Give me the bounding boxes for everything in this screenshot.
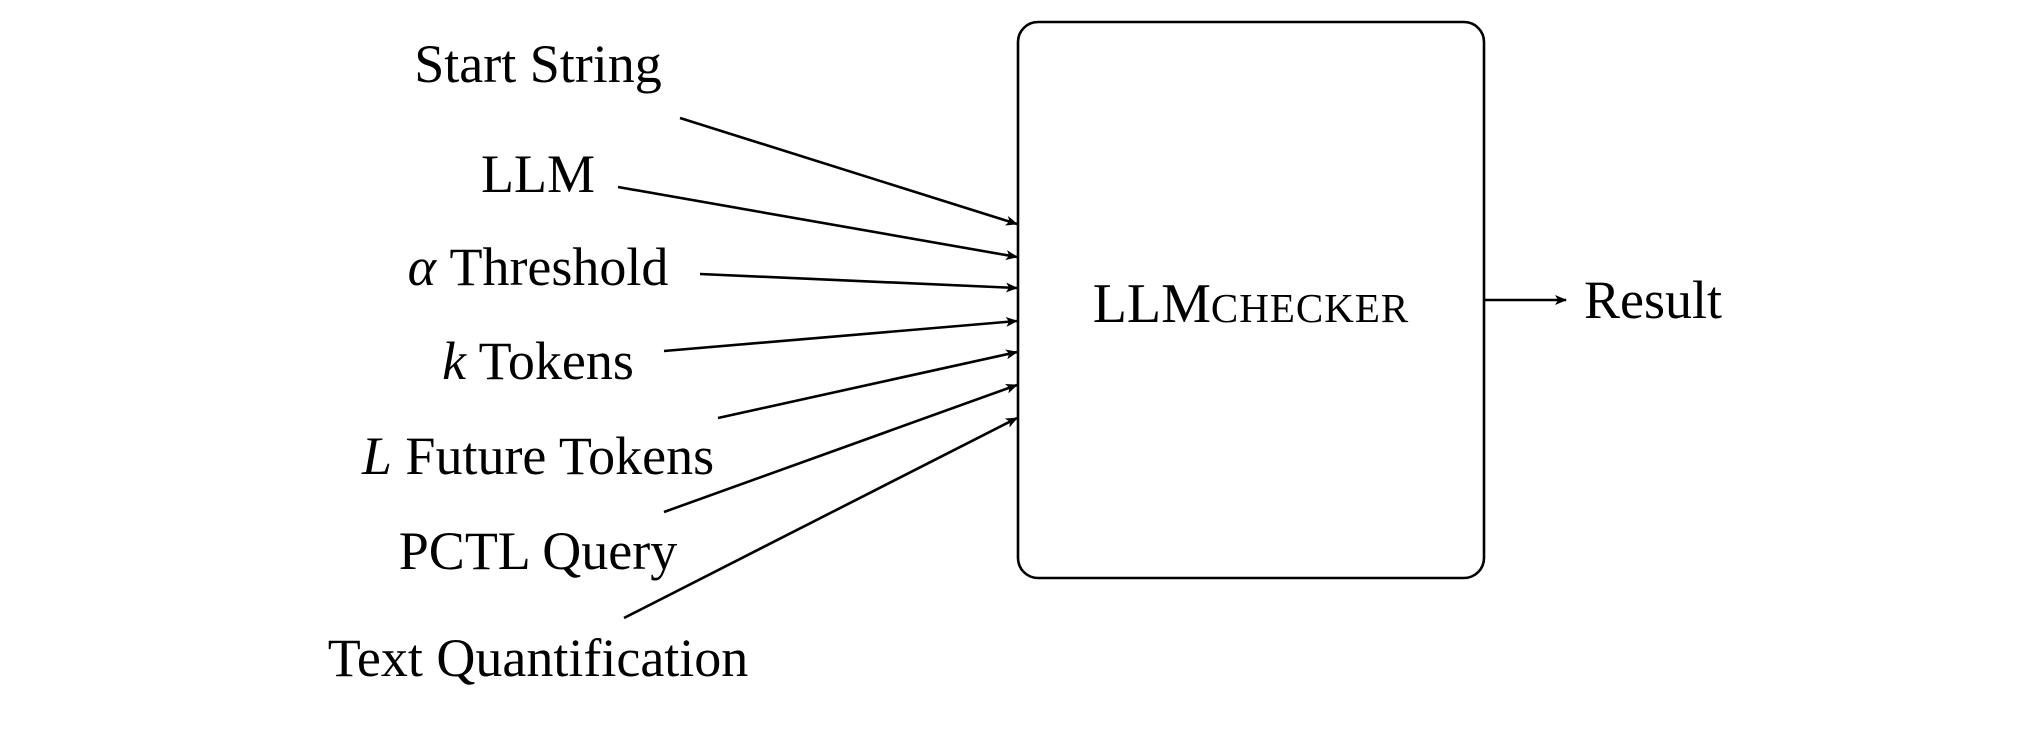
l-future-tokens-text: Future Tokens (392, 426, 714, 486)
input-arrow-l-future-tokens (717, 349, 1018, 420)
k-tokens-text: Tokens (466, 331, 634, 391)
input-arrow-k-tokens (663, 316, 1018, 353)
input-label-l-future-tokens: L Future Tokens (361, 426, 714, 486)
input-label-alpha-threshold: α Threshold (408, 237, 669, 297)
llmchecker-title-smallcaps: CHECKER (1211, 285, 1409, 331)
input-label-start-string: Start String (414, 34, 662, 94)
input-label-llm: LLM (481, 144, 595, 204)
alpha-symbol: α (408, 237, 438, 297)
input-label-text-quantification: Text Quantification (328, 628, 749, 688)
alpha-threshold-text: Threshold (436, 237, 668, 297)
input-arrow-pctl-query (663, 383, 1018, 514)
input-label-k-tokens: k Tokens (442, 331, 634, 391)
llmchecker-title: LLMCHECKER (1093, 273, 1410, 335)
input-arrow-alpha-threshold (699, 272, 1018, 293)
k-symbol: k (442, 331, 467, 391)
input-label-pctl-query: PCTL Query (399, 521, 677, 581)
input-arrow-llm (617, 185, 1018, 261)
output-label-result: Result (1584, 270, 1722, 330)
input-arrow-start-string (679, 116, 1018, 226)
llmchecker-title-prefix: LLM (1093, 273, 1211, 335)
input-arrow-text-quantification (623, 416, 1018, 620)
l-symbol: L (361, 426, 392, 486)
